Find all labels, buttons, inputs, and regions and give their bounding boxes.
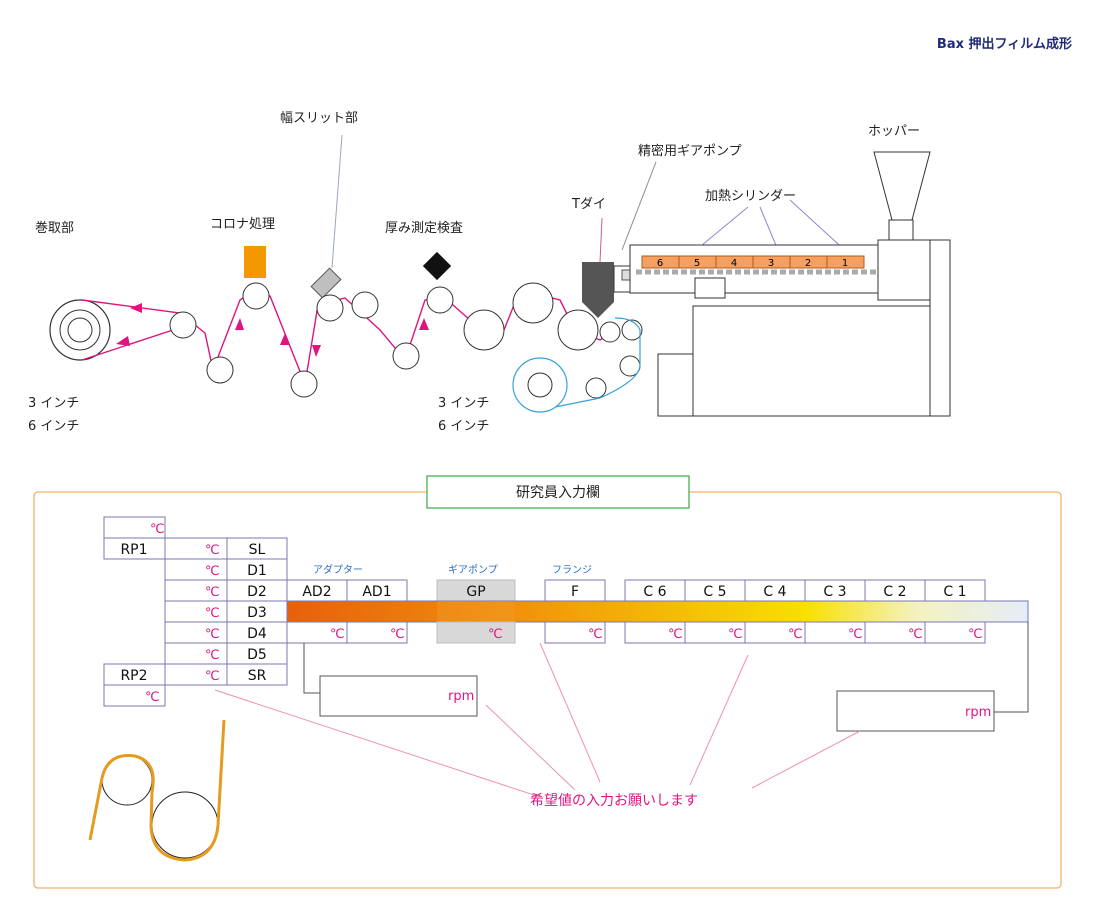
slit-knife <box>310 267 342 299</box>
svg-text:℃: ℃ <box>150 522 165 537</box>
thickness-label: 厚み測定検査 <box>385 221 463 236</box>
svg-text:D1: D1 <box>247 563 267 579</box>
zone-temp-inputs[interactable]: ℃ ℃ ℃ ℃ ℃ ℃ ℃ ℃ ℃ ℃ <box>286 621 986 644</box>
svg-text:℃: ℃ <box>588 627 603 642</box>
svg-text:℃: ℃ <box>728 627 743 642</box>
heat-gradient-bar <box>286 600 1029 623</box>
corona-block <box>244 246 266 278</box>
winder-label: 巻取部 <box>35 221 74 236</box>
svg-text:F: F <box>571 584 579 600</box>
svg-text:GP: GP <box>466 584 485 600</box>
thickness-sensor <box>422 251 452 281</box>
svg-text:C 4: C 4 <box>763 584 786 600</box>
hopper-label: ホッパー <box>868 124 920 139</box>
svg-text:2: 2 <box>805 258 811 269</box>
svg-text:5: 5 <box>694 258 700 269</box>
svg-text:℃: ℃ <box>788 627 803 642</box>
d4-temp[interactable]: ℃ <box>205 627 220 642</box>
flange-group-label: フランジ <box>552 564 592 576</box>
svg-text:D3: D3 <box>247 605 267 621</box>
rp2-label: RP2 <box>120 668 147 684</box>
svg-text:rpm: rpm <box>965 705 991 720</box>
svg-text:C 3: C 3 <box>823 584 846 600</box>
rp1-label: RP1 <box>120 542 147 558</box>
tdie-shape <box>582 262 614 318</box>
hopper-shape <box>873 151 931 221</box>
svg-text:℃: ℃ <box>848 627 863 642</box>
zone-header-cells: AD2 AD1 GP F C 6 C 5 C 4 C 3 C 2 C 1 <box>286 579 986 602</box>
svg-text:D4: D4 <box>247 626 267 642</box>
adapter-group-label: アダプター <box>313 563 363 576</box>
gp-rpm-input[interactable] <box>319 675 478 717</box>
request-note: 希望値の入力お願いします <box>530 793 698 809</box>
svg-text:3: 3 <box>768 258 774 269</box>
process-diagram: 巻取部 コロナ処理 幅スリット部 厚み測定検査 Tダイ 精密用ギアポンプ 加熱シ… <box>28 111 951 434</box>
d3-temp[interactable]: ℃ <box>205 606 220 621</box>
svg-text:C 2: C 2 <box>883 584 906 600</box>
cylinder-body <box>629 244 879 294</box>
svg-text:℃: ℃ <box>488 627 503 642</box>
page-title: Bax 押出フィルム成形 <box>937 36 1072 52</box>
gearpump-label: 精密用ギアポンプ <box>638 143 742 159</box>
tdie-label: Tダイ <box>571 197 606 212</box>
corona-label: コロナ処理 <box>210 217 275 232</box>
cylinder-zones: 6 5 4 3 2 1 <box>657 256 848 269</box>
core-right-3: 3 インチ <box>438 396 489 411</box>
d5-temp[interactable]: ℃ <box>205 648 220 663</box>
svg-text:℃: ℃ <box>390 627 405 642</box>
form-title: 研究員入力欄 <box>516 485 600 501</box>
gearpump-group-label: ギアポンプ <box>448 564 498 576</box>
svg-text:C 1: C 1 <box>943 584 966 600</box>
svg-text:D5: D5 <box>247 647 267 663</box>
d2-temp[interactable]: ℃ <box>205 585 220 600</box>
svg-text:AD1: AD1 <box>362 584 391 600</box>
note-leaders <box>214 642 861 798</box>
film-illustration <box>88 719 226 862</box>
svg-text:4: 4 <box>731 258 737 269</box>
svg-text:C 6: C 6 <box>643 584 666 600</box>
svg-text:1: 1 <box>842 258 848 269</box>
svg-text:6: 6 <box>657 258 663 269</box>
svg-text:SR: SR <box>248 668 267 684</box>
core-left-3: 3 インチ <box>28 396 79 411</box>
cylinder-label: 加熱シリンダー <box>705 189 796 204</box>
svg-text:℃: ℃ <box>968 627 983 642</box>
sl-temp[interactable]: ℃ <box>205 543 220 558</box>
svg-text:AD2: AD2 <box>302 584 331 600</box>
svg-text:rpm: rpm <box>448 689 474 704</box>
sr-temp[interactable]: ℃ <box>205 669 220 684</box>
rp2-temp-input[interactable] <box>103 684 166 707</box>
svg-text:℃: ℃ <box>330 627 345 642</box>
screw-rpm-input[interactable] <box>836 690 995 732</box>
svg-text:SL: SL <box>249 542 266 558</box>
slit-label: 幅スリット部 <box>280 111 358 126</box>
d1-temp[interactable]: ℃ <box>205 564 220 579</box>
form-title-box <box>426 475 690 509</box>
core-left-6: 6 インチ <box>28 419 79 434</box>
svg-text:℃: ℃ <box>908 627 923 642</box>
die-rows: ℃ ℃ ℃ ℃ ℃ ℃ ℃ SL D1 D2 D3 D4 D5 SR <box>164 537 288 686</box>
svg-text:℃: ℃ <box>145 690 160 705</box>
svg-text:C 5: C 5 <box>703 584 726 600</box>
svg-text:D2: D2 <box>247 584 267 600</box>
core-right-6: 6 インチ <box>438 419 489 434</box>
svg-text:℃: ℃ <box>668 627 683 642</box>
